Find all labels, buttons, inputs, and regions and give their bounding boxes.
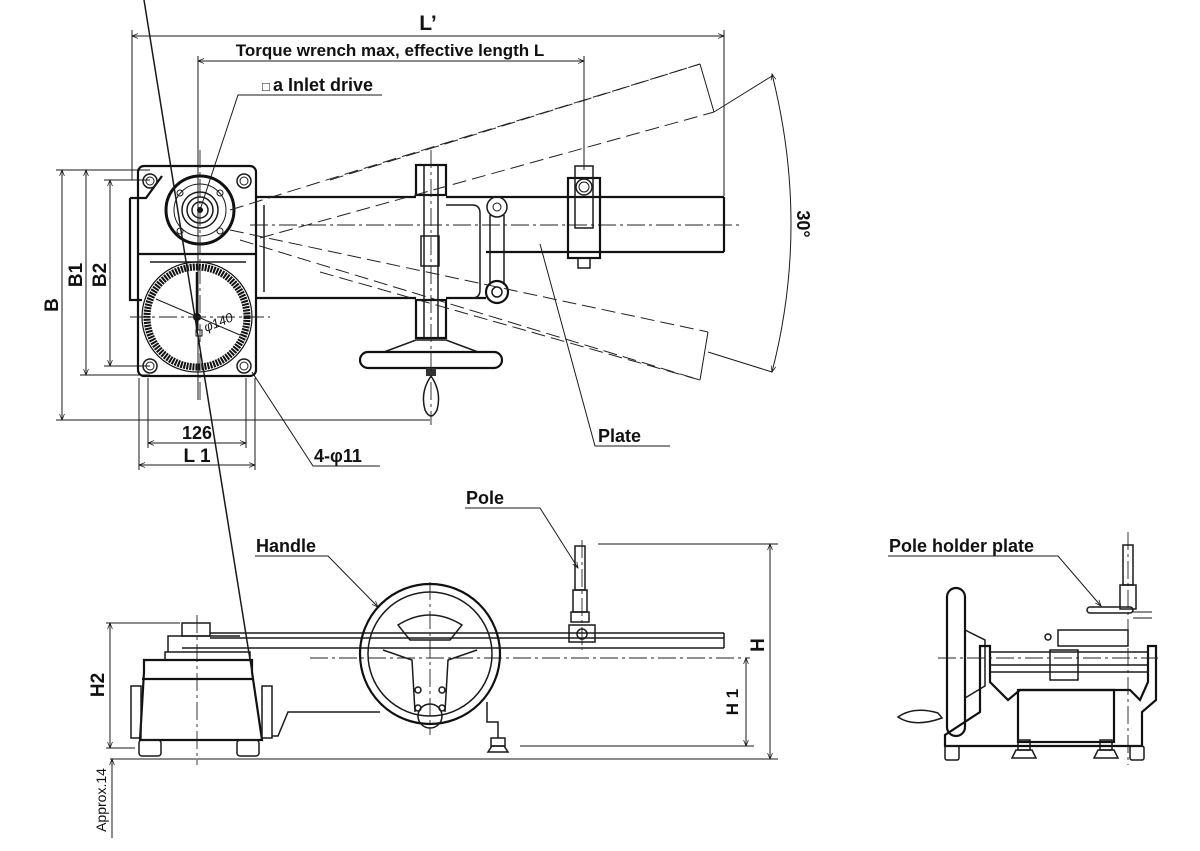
angle-dimension: 30° <box>770 73 813 373</box>
label-mounting-holes: 4-φ11 <box>314 446 362 466</box>
callout-pole: Pole <box>465 488 579 569</box>
dim-approx-label: Approx.14 <box>93 768 109 832</box>
square-drive-symbol: □ <box>262 79 270 94</box>
dimension-overall-length: L’ <box>131 12 725 196</box>
callout-inlet-drive: □ a Inlet drive <box>199 75 382 211</box>
callout-pole-holder-plate: Pole holder plate <box>888 536 1102 607</box>
dim-effective-length-label: Torque wrench max, effective length L <box>236 41 545 60</box>
label-inlet-drive: a Inlet drive <box>273 75 373 95</box>
angle-label: 30° <box>793 210 813 237</box>
handwheel-top <box>358 150 504 425</box>
mounting-holes <box>142 173 252 374</box>
dimension-H2: H2 <box>88 622 180 749</box>
callout-mounting-holes: 4-φ11 <box>251 371 380 467</box>
label-handle: Handle <box>256 536 316 556</box>
front-view: Pole Handle H H 1 H2 Approx.14 <box>88 0 778 838</box>
handwheel-side <box>945 586 967 738</box>
dim-overall-length-label: L’ <box>419 12 437 35</box>
torque-arm-beam <box>250 195 740 300</box>
dimension-H1: H 1 <box>520 657 754 747</box>
handwheel-hub <box>964 629 986 699</box>
side-view: Pole holder plate <box>888 532 1158 765</box>
dimension-B2: B2 <box>90 179 150 367</box>
dimension-approx-14: Approx.14 <box>93 758 115 838</box>
rotated-arm-positions <box>229 63 773 381</box>
top-view: L’ Torque wrench max, effective length L… <box>42 12 813 470</box>
handwheel-front <box>358 582 510 753</box>
label-plate: Plate <box>598 426 641 446</box>
dimension-B: B <box>42 169 430 421</box>
dim-B1-label: B1 <box>66 262 87 287</box>
dim-H-label: H <box>748 638 769 652</box>
dimension-H: H <box>110 543 778 760</box>
dim-L1-label: L 1 <box>183 446 211 467</box>
dim-B2-label: B2 <box>90 263 111 287</box>
dim-126-label: 126 <box>182 423 212 443</box>
dim-H2-label: H2 <box>88 673 109 697</box>
callout-plate: Plate <box>539 243 670 447</box>
dimension-126: 126 <box>147 378 247 448</box>
dimension-B1: B1 <box>66 169 150 376</box>
front-arm <box>182 632 750 659</box>
dim-B-label: B <box>42 298 63 312</box>
side-body <box>938 532 1158 765</box>
dim-H1-label: H 1 <box>723 689 742 715</box>
label-pole: Pole <box>466 488 504 508</box>
pole-clamp-top <box>566 165 602 269</box>
base-housing: φ140 <box>128 150 270 400</box>
label-pole-holder-plate: Pole holder plate <box>889 536 1034 556</box>
dimension-L1: L 1 <box>138 378 256 470</box>
handle-grip-side <box>896 709 944 724</box>
front-base <box>130 0 380 765</box>
callout-handle: Handle <box>255 536 379 608</box>
